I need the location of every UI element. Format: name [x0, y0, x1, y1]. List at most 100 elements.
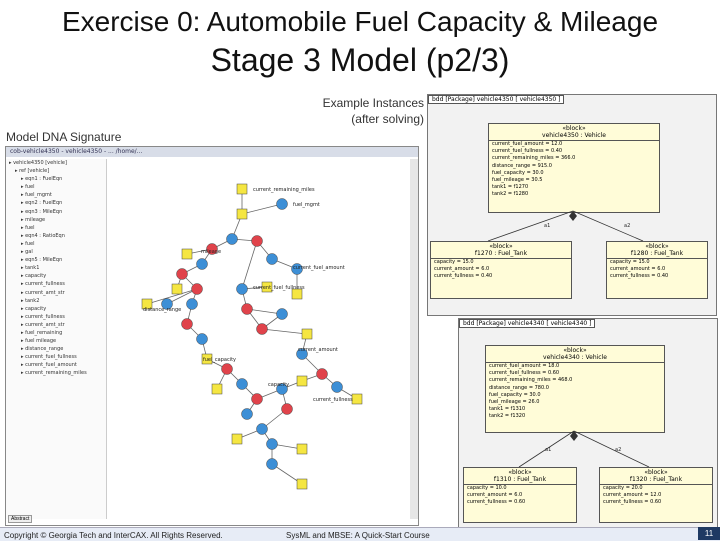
tree-item[interactable]: ▸ ref [vehicle]: [15, 168, 50, 175]
relation-node[interactable]: [181, 318, 193, 330]
tree-item[interactable]: ▸ current_fuel_amount: [21, 362, 77, 369]
variable-node[interactable]: [236, 378, 248, 390]
variable-node[interactable]: [236, 183, 248, 195]
variable-node[interactable]: [266, 458, 278, 470]
variable-node[interactable]: [201, 353, 213, 365]
variable-node[interactable]: [241, 408, 253, 420]
block-value: distance_range = 915.0: [492, 162, 552, 169]
variable-node[interactable]: [236, 283, 248, 295]
relation-node[interactable]: [221, 363, 233, 375]
tree-item[interactable]: ▸ eqn3 : MileEqn: [21, 208, 63, 215]
variable-node[interactable]: [266, 438, 278, 450]
tree-item[interactable]: ▸ current_amt_str: [21, 289, 65, 296]
tree-item[interactable]: ▸ fuel mileage: [21, 338, 57, 345]
relation-node[interactable]: [316, 368, 328, 380]
tree-item[interactable]: ▸ eqn5 : MileEqn: [21, 257, 63, 264]
tree-item[interactable]: ▸ current_fullness: [21, 313, 65, 320]
block-value: tank2 = f1320: [489, 413, 526, 420]
variable-node[interactable]: [196, 333, 208, 345]
block-value: fuel_mileage = 26.0: [489, 399, 540, 406]
variable-node[interactable]: [236, 208, 248, 220]
relation-node[interactable]: [191, 283, 203, 295]
relation-node[interactable]: [251, 235, 263, 247]
tree-item[interactable]: ▸ eqn2 : FuelEqn: [21, 200, 63, 207]
variable-node[interactable]: [256, 423, 268, 435]
relation-node[interactable]: [281, 403, 293, 415]
bdd-tab: bdd [Package] vehicle4340 [ vehicle4340 …: [459, 319, 596, 328]
tree-item[interactable]: ▸ distance_range: [21, 346, 64, 353]
variable-node[interactable]: [266, 253, 278, 265]
role-a1: a1: [544, 223, 551, 229]
tree-item[interactable]: ▸ fuel_mgmt: [21, 192, 52, 199]
block-header: «block» f1310 : Fuel_Tank: [464, 468, 576, 485]
block-value: fuel_capacity = 30.0: [492, 169, 544, 176]
variable-node[interactable]: [211, 383, 223, 395]
block-header: «block» f1320 : Fuel_Tank: [600, 468, 712, 485]
block-value: current_amount = 6.0: [434, 266, 490, 273]
variable-node[interactable]: [276, 308, 288, 320]
node-label: current_fullness: [313, 397, 353, 403]
relation-node[interactable]: [251, 393, 263, 405]
tree-item[interactable]: ▸ current_fullness: [21, 281, 65, 288]
block-value: current_amount = 12.0: [603, 492, 662, 499]
fuel-tank-block-f1270: «block» f1270 : Fuel_Tank capacity = 15.…: [430, 241, 572, 299]
variable-node[interactable]: [296, 375, 308, 387]
variable-node[interactable]: [296, 478, 308, 490]
variable-node[interactable]: [296, 443, 308, 455]
model-tree-panel[interactable]: ▸ vehicle4350 [vehicle]▸ ref [vehicle]▸ …: [6, 159, 107, 519]
variable-node[interactable]: [226, 233, 238, 245]
example-instances-caption: Example Instances (after solving): [323, 95, 424, 127]
tree-item[interactable]: ▸ capacity: [21, 273, 47, 280]
tree-item[interactable]: ▸ vehicle4350 [vehicle]: [9, 160, 67, 166]
node-label: fuel_capacity: [203, 357, 236, 363]
tree-item[interactable]: ▸ fuel_remaining: [21, 329, 63, 336]
relation-node[interactable]: [256, 323, 268, 335]
graph-edge: [241, 240, 258, 290]
tree-item[interactable]: ▸ fuel: [21, 224, 35, 231]
variable-node[interactable]: [331, 381, 343, 393]
block-value: current_fullness = 0.60: [467, 499, 526, 506]
tree-item[interactable]: ▸ mileage: [21, 216, 46, 223]
vertical-scrollbar[interactable]: [410, 159, 418, 519]
tree-item[interactable]: ▸ gal: [21, 249, 33, 256]
variable-node[interactable]: [261, 281, 273, 293]
tree-item[interactable]: ▸ current_remaining_miles: [21, 370, 87, 377]
node-label: distance_range: [143, 307, 181, 313]
abstract-button[interactable]: Abstract: [8, 515, 33, 523]
variable-node[interactable]: [296, 348, 308, 360]
tree-item[interactable]: ▸ current_amt_str: [21, 321, 65, 328]
variable-node[interactable]: [291, 263, 303, 275]
variable-node[interactable]: [231, 433, 243, 445]
block-name: vehicle4340 : Vehicle: [543, 354, 607, 361]
tree-item[interactable]: ▸ eqn4 : RatioEqn: [21, 232, 65, 239]
block-stereotype: «block»: [562, 125, 586, 132]
bdd-tab: bdd [Package] vehicle4350 [ vehicle4350 …: [428, 95, 565, 104]
footer-course-name: SysML and MBSE: A Quick-Start Course: [286, 531, 430, 540]
block-value: tank2 = f1280: [492, 191, 529, 198]
variable-node[interactable]: [351, 393, 363, 405]
variable-node[interactable]: [171, 283, 183, 295]
node-label: mileage: [201, 249, 221, 255]
tree-item[interactable]: ▸ fuel: [21, 184, 35, 191]
tree-item[interactable]: ▸ tank2: [21, 297, 40, 304]
node-label: current_fuel_fullness: [253, 285, 305, 291]
tree-item[interactable]: ▸ eqn1 : FuelEqn: [21, 176, 63, 183]
variable-node[interactable]: [196, 258, 208, 270]
relation-node[interactable]: [241, 303, 253, 315]
relation-node[interactable]: [206, 243, 218, 255]
block-value: distance_range = 780.0: [489, 384, 549, 391]
variable-node[interactable]: [276, 383, 288, 395]
variable-node[interactable]: [186, 298, 198, 310]
variable-node[interactable]: [301, 328, 313, 340]
tree-item[interactable]: ▸ capacity: [21, 305, 47, 312]
tree-item[interactable]: ▸ tank1: [21, 265, 40, 272]
variable-node[interactable]: [181, 248, 193, 260]
variable-node[interactable]: [141, 298, 153, 310]
tree-item[interactable]: ▸ fuel: [21, 240, 35, 247]
variable-node[interactable]: [276, 198, 288, 210]
variable-node[interactable]: [161, 298, 173, 310]
tree-item[interactable]: ▸ current_fuel_fullness: [21, 354, 77, 361]
relation-node[interactable]: [176, 268, 188, 280]
variable-node[interactable]: [291, 288, 303, 300]
